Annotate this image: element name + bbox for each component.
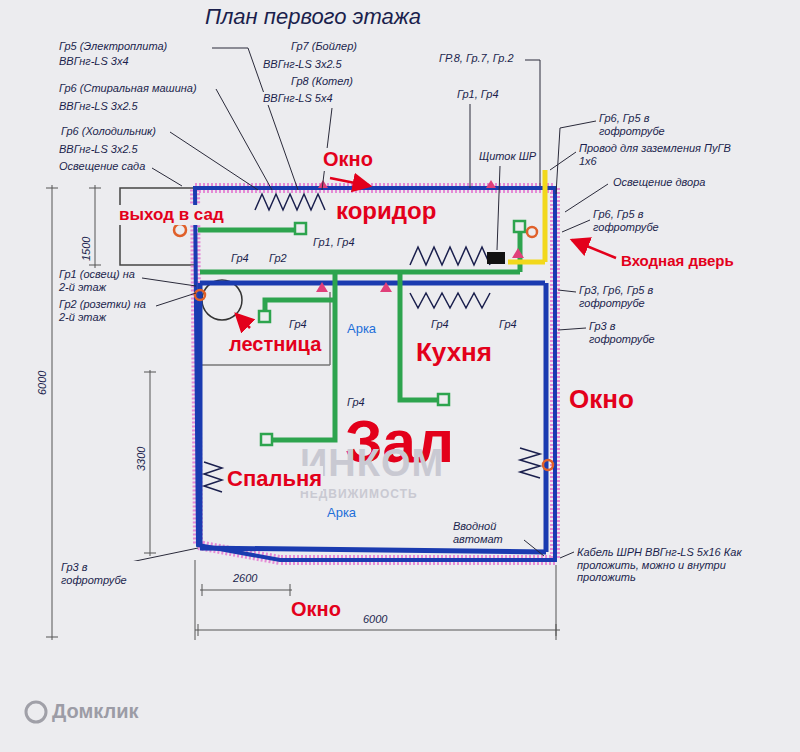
room-name: коридор xyxy=(335,197,437,225)
conduit-note: Гр3 в гофротрубе xyxy=(60,561,142,586)
cable-note: Кабель ШРН ВВГнг-LS 5х16 Как проложить, … xyxy=(576,546,778,584)
conduit-note: Гр6, Гр5 в гофротрубе xyxy=(598,112,680,137)
group-note: Гр2 xyxy=(268,252,288,265)
cable-note: Освещение сада xyxy=(58,160,146,173)
cable-note: Гр7 (Бойлер) xyxy=(290,40,358,53)
dimension: 2600 xyxy=(232,572,258,585)
group-note: Гр1, Гр4 xyxy=(312,236,356,249)
group-note: ГР.8, Гр.7, Гр.2 xyxy=(438,52,515,65)
dimension: 3300 xyxy=(135,446,148,472)
conduit-note: Гр3 в гофротрубе xyxy=(588,320,680,345)
light-note: Освещение двора xyxy=(612,176,706,189)
cable-note: Гр6 (Холодильник) xyxy=(60,125,157,138)
breaker-note: Вводной автомат xyxy=(452,520,524,545)
dimension: 6000 xyxy=(36,370,49,396)
cable-note: ВВГнг-LS 5х4 xyxy=(262,92,334,105)
group-note: Гр4 xyxy=(230,252,250,265)
group-note: Гр4 xyxy=(430,318,450,331)
window-label: Окно xyxy=(322,148,374,171)
cable-note: ВВГнг-LS 3х4 xyxy=(58,55,130,68)
arch-label: Арка xyxy=(326,506,357,521)
group-note: Гр4 xyxy=(498,318,518,331)
ground-note: Провод для заземления ПуГВ 1х6 xyxy=(578,142,745,167)
room-name: Спальня xyxy=(226,466,323,491)
dimension: 1500 xyxy=(80,236,93,262)
cable-note: ВВГнг-LS 3х2.5 xyxy=(262,58,343,71)
arch-label: Арка xyxy=(346,322,377,337)
dimension: 6000 xyxy=(362,613,388,626)
watermark: Домклик xyxy=(52,700,139,723)
room-name: лестница xyxy=(228,333,322,356)
cable-note: Гр5 (Электроплита) xyxy=(58,40,168,53)
room-name: Кухня xyxy=(415,338,493,368)
door-label: выход в сад xyxy=(118,205,225,225)
plan-title: План первого этажа xyxy=(205,4,421,29)
group-note: Гр4 xyxy=(346,396,366,409)
riser-note: Гр2 (розетки) на 2-й этаж xyxy=(58,298,155,323)
group-note: Гр1, Гр4 xyxy=(456,88,500,101)
door-label: Входная дверь xyxy=(620,252,735,269)
cable-note: ВВГнг-LS 3х2.5 xyxy=(58,100,139,113)
conduit-note: Гр3, Гр6, Гр5 в гофротрубе xyxy=(578,284,664,309)
riser-note: Гр1 (освещ) на 2-й этаж xyxy=(58,268,140,293)
cable-note: ВВГнг-LS 3х2.5 xyxy=(58,143,139,156)
group-note: Гр4 xyxy=(288,318,308,331)
window-label: Окно xyxy=(568,385,635,415)
panel-label: Щиток ШР xyxy=(478,150,537,163)
conduit-note: Гр6, Гр5 в гофротрубе xyxy=(592,208,674,233)
cable-note: Гр8 (Котел) xyxy=(290,75,354,88)
window-label: Окно xyxy=(290,598,342,621)
cable-note: Гр6 (Стиральная машина) xyxy=(58,82,198,95)
